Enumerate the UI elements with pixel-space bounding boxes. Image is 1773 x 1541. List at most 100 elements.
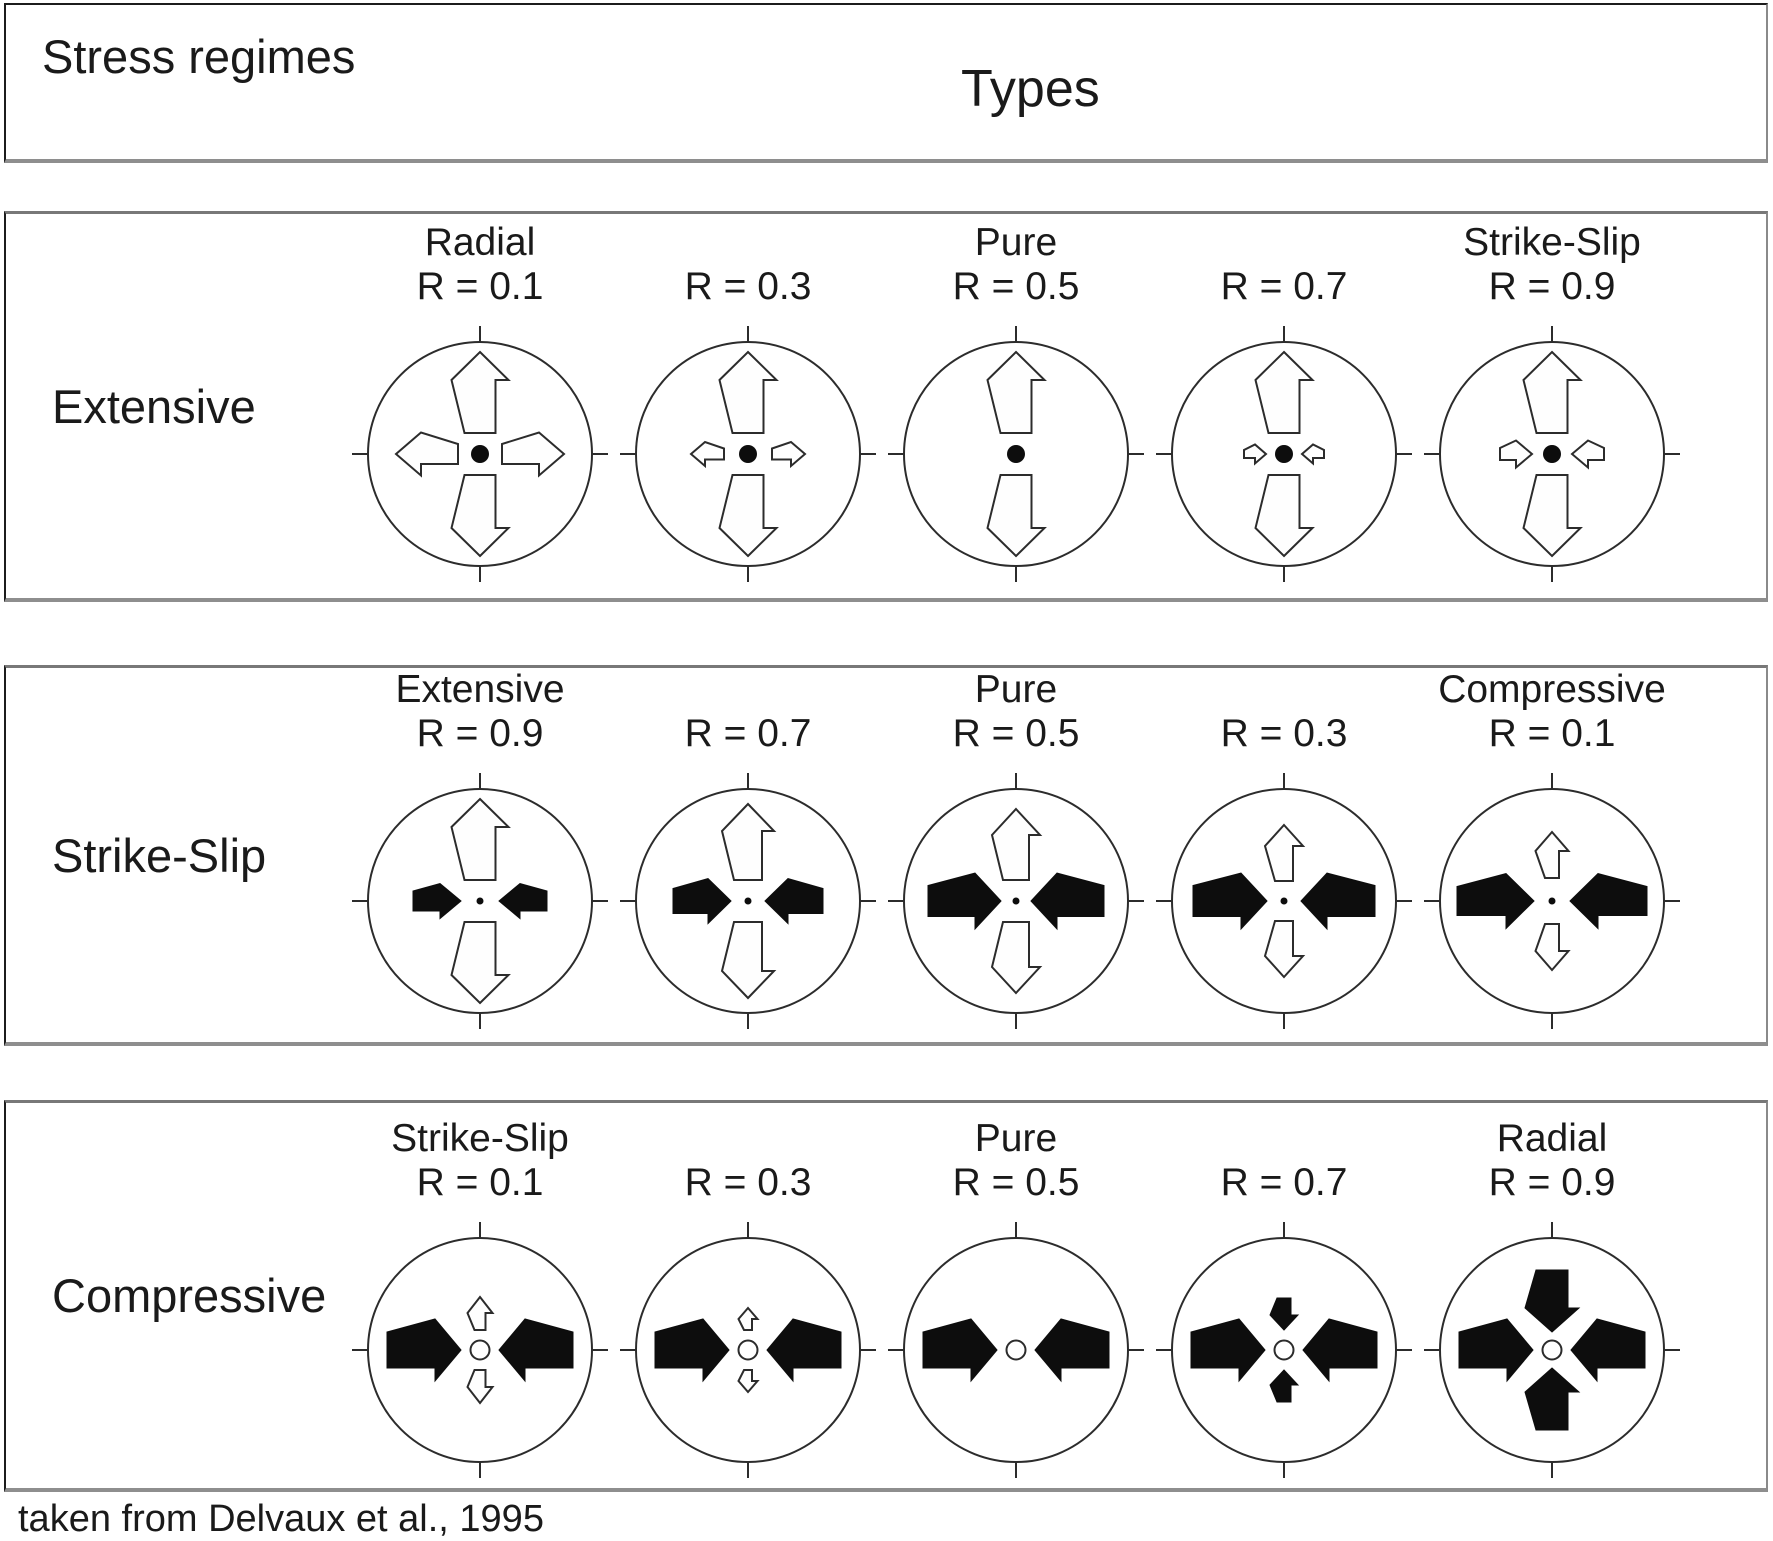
arrow-up-outward bbox=[1263, 823, 1306, 882]
stress-symbol bbox=[620, 773, 876, 1029]
arrow-down-outward bbox=[737, 1369, 760, 1394]
arrow-left-inward bbox=[412, 882, 462, 920]
stress-ratio-label: R = 0.5 bbox=[952, 712, 1080, 755]
arrow-down-outward bbox=[1254, 474, 1315, 558]
center-ring bbox=[737, 1339, 759, 1361]
arrow-down-outward bbox=[466, 1369, 495, 1405]
arrow-right-outward bbox=[501, 431, 566, 478]
stress-symbol bbox=[1156, 326, 1412, 582]
stress-symbol bbox=[620, 1222, 876, 1478]
arrow-right-inward bbox=[1570, 1318, 1646, 1383]
arrow-right-inward bbox=[1030, 872, 1105, 931]
stress-symbol bbox=[1156, 773, 1412, 1029]
type-label: Radial bbox=[424, 221, 536, 264]
arrow-right-inward bbox=[498, 882, 548, 920]
center-dot bbox=[1007, 445, 1025, 463]
stress-ratio-label: R = 0.9 bbox=[1488, 265, 1616, 308]
stress-symbol bbox=[1424, 326, 1680, 582]
arrow-left-inward bbox=[922, 1318, 998, 1383]
type-label: Radial bbox=[1496, 1117, 1608, 1160]
symbol-cell: R = 0.7 bbox=[1150, 214, 1418, 598]
arrow-down-outward bbox=[986, 474, 1047, 558]
arrow-up-outward bbox=[720, 802, 777, 881]
stress-symbol bbox=[352, 773, 608, 1029]
arrow-up-inward bbox=[1524, 1269, 1581, 1333]
stress-ratio-label: R = 0.5 bbox=[952, 265, 1080, 308]
stress-ratio-label: R = 0.7 bbox=[1220, 265, 1348, 308]
arrow-right-inward bbox=[498, 1318, 574, 1383]
type-label: Extensive bbox=[395, 668, 565, 711]
arrow-down-inward bbox=[1269, 1369, 1300, 1403]
arrow-right-inward bbox=[1300, 443, 1325, 466]
center-dot bbox=[1012, 897, 1020, 905]
arrow-right-inward bbox=[1569, 872, 1648, 930]
stress-symbol bbox=[1424, 773, 1680, 1029]
arrow-up-outward bbox=[990, 807, 1043, 881]
stress-ratio-label: R = 0.5 bbox=[952, 1161, 1080, 1204]
arrow-up-outward bbox=[466, 1295, 495, 1331]
stress-ratio-label: R = 0.3 bbox=[684, 265, 812, 308]
type-label: Strike-Slip bbox=[1463, 221, 1641, 264]
regime-label-strike-slip: Strike-Slip bbox=[52, 828, 267, 882]
center-dot bbox=[1280, 897, 1288, 905]
center-dot bbox=[476, 897, 484, 905]
symbol-cell: R = 0.3 bbox=[1150, 668, 1418, 1042]
stress-ratio-label: R = 0.1 bbox=[416, 1161, 544, 1204]
symbol-cell: R = 0.7 bbox=[1150, 1103, 1418, 1488]
symbol-cell: R = 0.7 bbox=[614, 668, 882, 1042]
arrow-left-inward bbox=[1190, 1318, 1266, 1383]
arrow-right-inward bbox=[766, 1318, 842, 1383]
arrow-left-inward bbox=[1458, 1318, 1534, 1383]
stress-regimes-title: Stress regimes bbox=[42, 30, 356, 83]
type-label: Pure bbox=[974, 1117, 1058, 1160]
stress-symbol bbox=[352, 326, 608, 582]
symbol-cell: R = 0.3 bbox=[614, 214, 882, 598]
stress-symbol bbox=[888, 326, 1144, 582]
center-dot bbox=[1543, 445, 1561, 463]
arrow-down-outward bbox=[720, 921, 777, 1000]
stress-symbol bbox=[1156, 1222, 1412, 1478]
arrow-down-outward bbox=[990, 921, 1043, 995]
arrow-left-inward bbox=[654, 1318, 730, 1383]
type-label: Pure bbox=[974, 221, 1058, 264]
arrow-left-inward bbox=[1243, 443, 1268, 466]
center-dot bbox=[1275, 445, 1293, 463]
regime-label-compressive: Compressive bbox=[52, 1269, 327, 1322]
stress-ratio-label: R = 0.1 bbox=[1488, 712, 1616, 755]
arrow-up-outward bbox=[450, 350, 511, 434]
arrow-up-outward bbox=[718, 350, 779, 434]
arrow-down-outward bbox=[718, 474, 779, 558]
stress-ratio-label: R = 0.9 bbox=[1488, 1161, 1616, 1204]
arrow-right-inward bbox=[1300, 872, 1376, 931]
type-label: Strike-Slip bbox=[391, 1117, 569, 1160]
arrow-up-outward bbox=[1254, 350, 1315, 434]
center-ring bbox=[469, 1339, 491, 1361]
stress-symbol bbox=[888, 773, 1144, 1029]
stress-ratio-label: R = 0.1 bbox=[416, 265, 544, 308]
arrow-down-outward bbox=[450, 474, 511, 558]
arrow-up-outward bbox=[1534, 830, 1571, 879]
types-title: Types bbox=[961, 60, 1100, 118]
stress-ratio-label: R = 0.3 bbox=[1220, 712, 1348, 755]
arrow-left-inward bbox=[1499, 439, 1534, 470]
stress-symbol bbox=[1424, 1222, 1680, 1478]
arrow-left-inward bbox=[386, 1318, 462, 1383]
center-dot bbox=[739, 445, 757, 463]
stress-symbol bbox=[888, 1222, 1144, 1478]
center-dot bbox=[744, 897, 752, 905]
center-dot bbox=[1548, 897, 1556, 905]
arrow-left-outward bbox=[394, 431, 459, 478]
arrow-down-inward bbox=[1524, 1367, 1581, 1431]
arrow-up-outward bbox=[737, 1306, 760, 1331]
